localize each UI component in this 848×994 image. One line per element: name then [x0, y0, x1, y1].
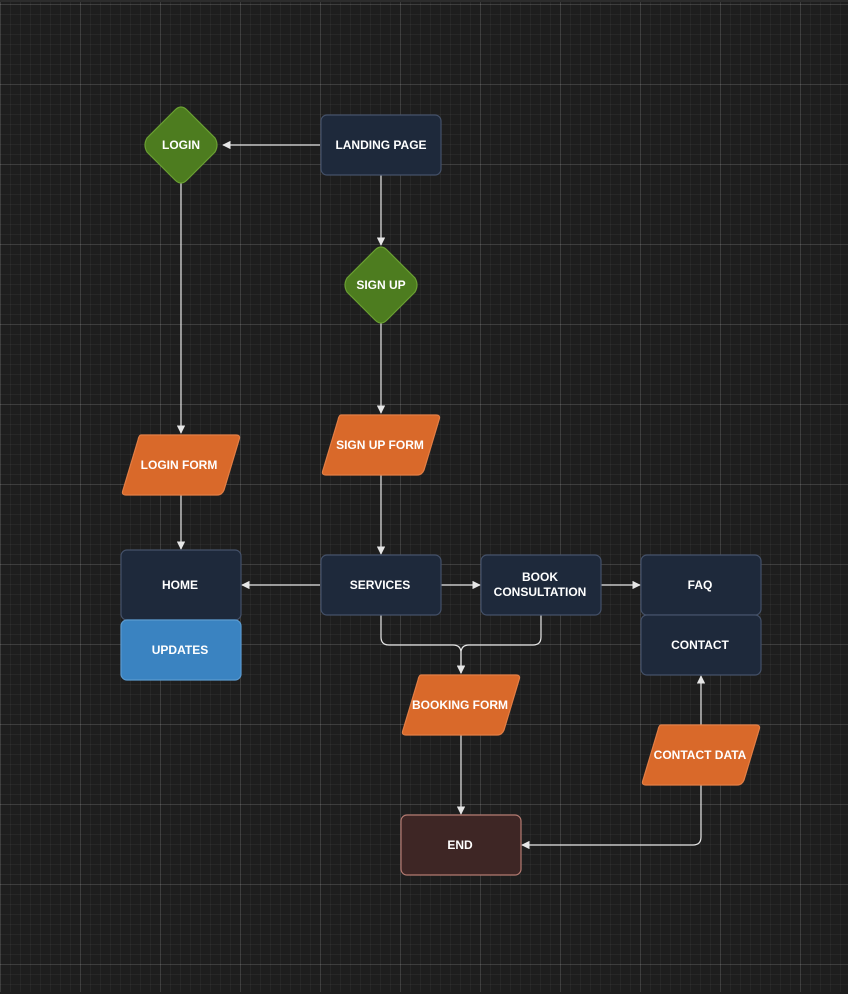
node-login[interactable]: LOGIN	[144, 106, 218, 184]
node-contact-label: CONTACT	[671, 638, 729, 652]
edge-contactdata-to-end	[521, 785, 702, 850]
node-login-form-label: LOGIN FORM	[141, 458, 218, 472]
node-contact-data-label: CONTACT DATA	[654, 748, 747, 762]
node-home-label: HOME	[162, 578, 198, 592]
node-services-label: SERVICES	[350, 578, 410, 592]
node-contact-data[interactable]: CONTACT DATA	[641, 724, 761, 786]
node-sign-up-label: SIGN UP	[356, 278, 405, 292]
node-sign-up-form-label: SIGN UP FORM	[336, 438, 424, 452]
node-updates-label: UPDATES	[152, 643, 208, 657]
edges	[176, 140, 706, 850]
node-faq[interactable]: FAQ	[640, 554, 762, 616]
node-end-label: END	[447, 838, 473, 852]
node-sign-up-form[interactable]: SIGN UP FORM	[321, 414, 441, 476]
node-book-consultation-label-line1: BOOK	[522, 570, 558, 584]
node-login-label: LOGIN	[162, 138, 200, 152]
node-landing-page-label: LANDING PAGE	[335, 138, 426, 152]
node-book-consultation-label-line2: CONSULTATION	[494, 585, 587, 599]
node-home[interactable]: HOME	[120, 549, 242, 621]
node-services[interactable]: SERVICES	[320, 554, 442, 616]
node-booking-form[interactable]: BOOKING FORM	[401, 674, 521, 736]
edge-book-to-bookingform	[456, 615, 542, 674]
edge-services-to-bookingform	[380, 615, 466, 674]
node-login-form[interactable]: LOGIN FORM	[121, 434, 241, 496]
node-landing-page[interactable]: LANDING PAGE	[320, 114, 442, 176]
node-contact[interactable]: CONTACT	[640, 614, 762, 676]
node-faq-label: FAQ	[688, 578, 713, 592]
node-book-consultation[interactable]: BOOK CONSULTATION	[480, 554, 602, 616]
node-sign-up[interactable]: SIGN UP	[344, 246, 418, 324]
node-end[interactable]: END	[400, 814, 522, 876]
node-booking-form-label: BOOKING FORM	[412, 698, 508, 712]
node-updates[interactable]: UPDATES	[120, 619, 242, 681]
